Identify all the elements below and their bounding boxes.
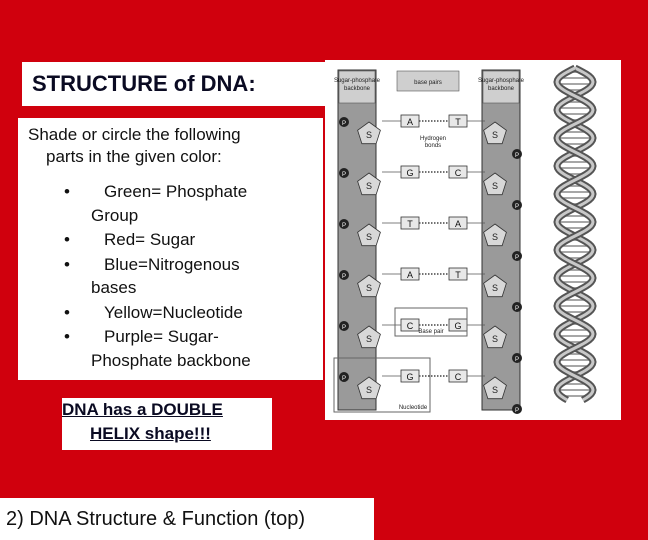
instructions-box: Shade or circle the following parts in t… — [18, 118, 323, 380]
phosphate-label: P — [515, 357, 519, 363]
bullet-text-cont: Group — [91, 204, 138, 227]
base-letter-left: T — [407, 219, 413, 229]
hydrogen-bonds-label: Hydrogen — [420, 136, 446, 142]
sugar-label: S — [492, 283, 498, 293]
sugar-label: S — [492, 130, 498, 140]
right-header-label: Sugar-phosphate — [478, 78, 525, 84]
bullet-text: Blue=Nitrogenous — [104, 253, 240, 276]
base-letter-left: G — [406, 168, 413, 178]
bullet-text: Yellow=Nucleotide — [104, 301, 243, 324]
intro-text: Shade or circle the following parts in t… — [28, 124, 308, 168]
right-header-label: backbone — [488, 86, 515, 92]
sugar-label: S — [366, 334, 372, 344]
left-header-label: Sugar-phosphate — [334, 78, 381, 84]
phosphate-label: P — [515, 204, 519, 210]
base-letter-right: G — [454, 321, 461, 331]
bullet-text: Green= Phosphate — [104, 180, 247, 203]
base-pair-label: Base pair — [418, 329, 443, 335]
phosphate-label: P — [342, 376, 346, 382]
phosphate-label: P — [515, 306, 519, 312]
bullet-dot: • — [64, 228, 70, 251]
base-letter-right: T — [455, 270, 461, 280]
sugar-label: S — [492, 334, 498, 344]
phosphate-label: P — [342, 325, 346, 331]
base-letter-right: C — [455, 168, 462, 178]
bullet-dot: • — [64, 180, 70, 203]
phosphate-label: P — [515, 153, 519, 159]
bullet-dot: • — [64, 301, 70, 324]
double-helix-illustration — [557, 68, 593, 400]
phosphate-label: P — [515, 408, 519, 414]
phosphate-label: P — [342, 223, 346, 229]
note-line-1: DNA has a DOUBLE — [62, 400, 223, 419]
phosphate-label: P — [342, 121, 346, 127]
base-letter-right: C — [455, 372, 462, 382]
phosphate-label: P — [342, 274, 346, 280]
nucleotide-label: Nucleotide — [399, 405, 428, 411]
base-letter-left: G — [406, 372, 413, 382]
bullet-text: Red= Sugar — [104, 228, 195, 251]
bullet-dot: • — [64, 253, 70, 276]
phosphate-label: P — [342, 172, 346, 178]
bullet-dot: • — [64, 325, 70, 348]
sugar-label: S — [492, 181, 498, 191]
sugar-label: S — [366, 283, 372, 293]
slide-title: STRUCTURE of DNA: — [22, 62, 332, 106]
center-header-label: base pairs — [414, 80, 442, 86]
sugar-label: S — [366, 232, 372, 242]
note-line-2: HELIX shape!!! — [62, 422, 272, 446]
base-letter-left: A — [407, 270, 413, 280]
sugar-label: S — [366, 181, 372, 191]
bullet-text-cont: bases — [91, 276, 136, 299]
bullet-text: Purple= Sugar- — [104, 325, 219, 348]
base-letter-left: A — [407, 117, 413, 127]
sugar-label: S — [492, 385, 498, 395]
left-header-label: backbone — [344, 86, 371, 92]
double-helix-note: DNA has a DOUBLE HELIX shape!!! — [62, 398, 272, 450]
base-letter-right: T — [455, 117, 461, 127]
dna-diagram: Sugar-phosphate backbone base pairs Sugar-p… — [325, 60, 621, 420]
intro-line-1: Shade or circle the following — [28, 125, 241, 144]
intro-line-2: parts in the given color: — [28, 146, 308, 168]
hydrogen-bonds-label: bonds — [425, 143, 441, 149]
dna-structure-figure: Sugar-phosphate backbone base pairs Sugar-p… — [325, 60, 621, 420]
phosphate-label: P — [515, 255, 519, 261]
sugar-label: S — [366, 385, 372, 395]
slide-footer: 2) DNA Structure & Function (top) — [0, 498, 374, 540]
sugar-label: S — [492, 232, 498, 242]
bullet-text-cont: Phosphate backbone — [91, 349, 251, 372]
base-letter-right: A — [455, 219, 461, 229]
sugar-label: S — [366, 130, 372, 140]
base-letter-left: C — [407, 321, 414, 331]
